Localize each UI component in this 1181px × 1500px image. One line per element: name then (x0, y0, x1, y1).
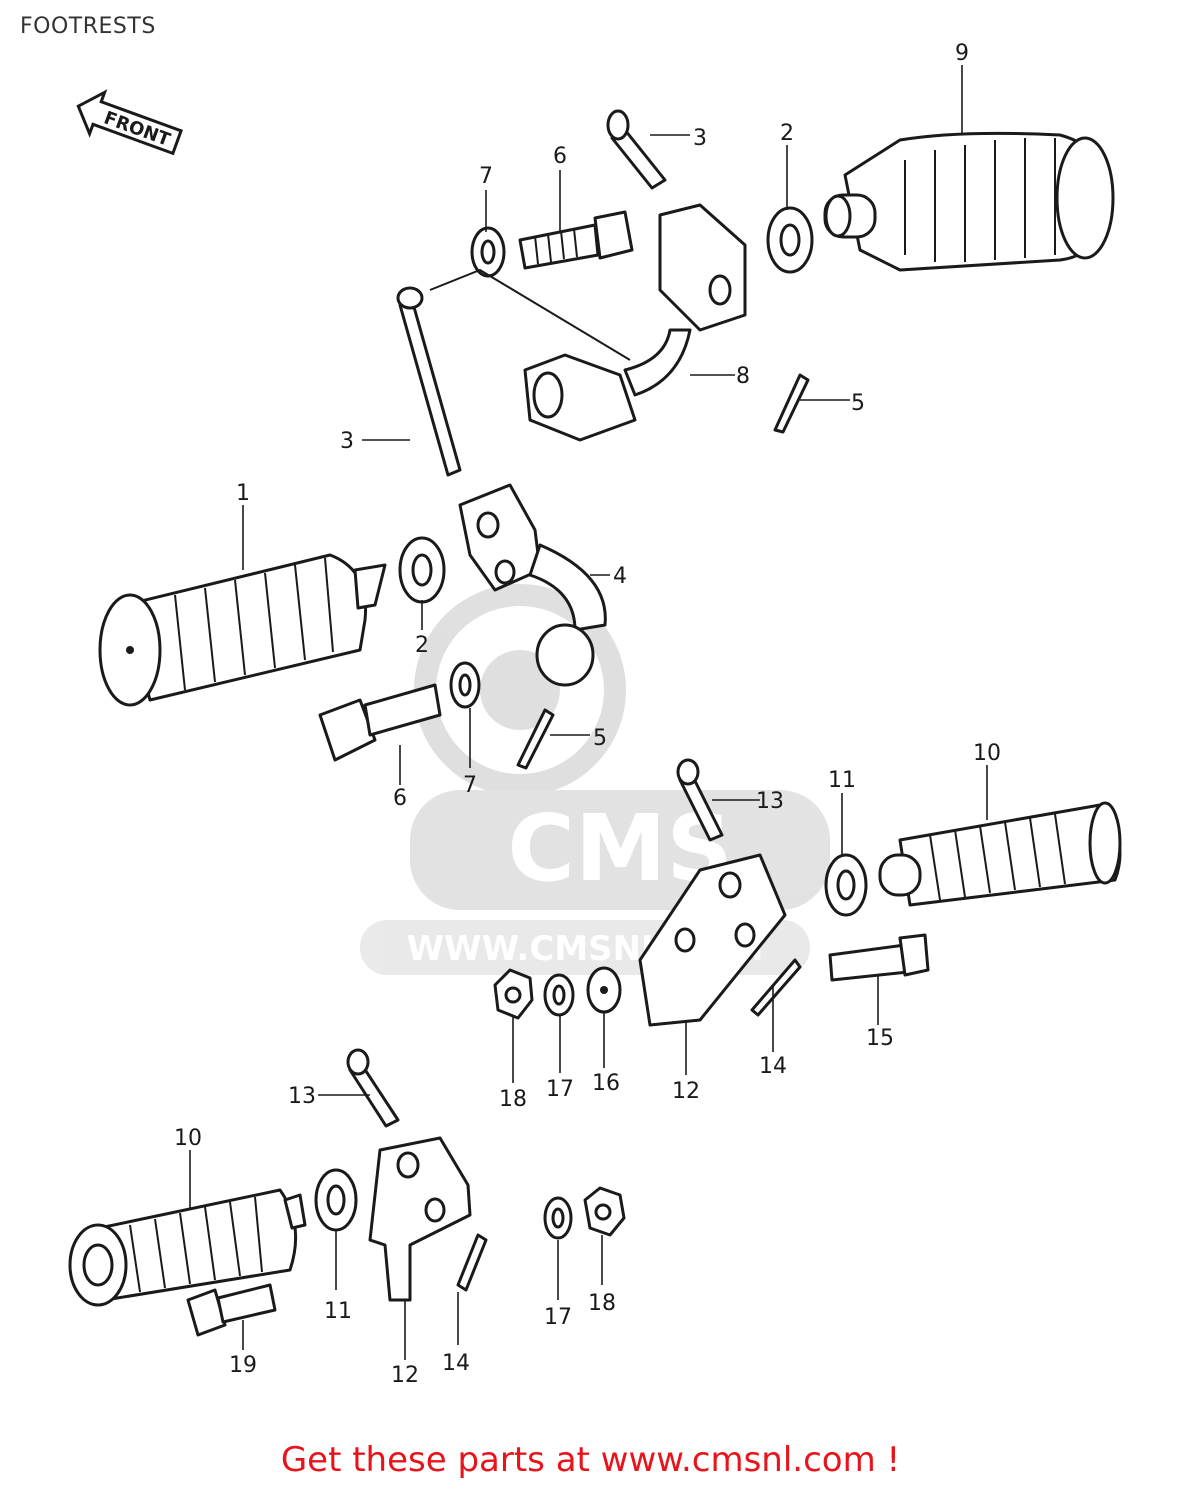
bracket-part-4 (458, 483, 607, 687)
bracket-part-8 (429, 203, 747, 442)
callout-14-left: 14 (442, 1351, 470, 1376)
callout-6-lower: 6 (393, 786, 407, 811)
callout-11-left: 11 (324, 1299, 352, 1324)
callout-18-right: 18 (499, 1087, 527, 1112)
callout-7-upper: 7 (479, 164, 493, 189)
callout-17-right: 17 (546, 1077, 574, 1102)
callout-11-right: 11 (828, 768, 856, 793)
callout-3-upper: 3 (693, 126, 707, 151)
footpeg-part-9 (823, 131, 1115, 272)
front-arrow-icon: FRONT (76, 89, 184, 156)
callout-7-lower: 7 (463, 773, 477, 798)
callout-9: 9 (955, 41, 969, 66)
bolt-part-6-lower (318, 683, 442, 762)
pin-part-3-lower (396, 286, 462, 477)
nut-part-18-right (493, 968, 534, 1020)
callout-8: 8 (736, 364, 750, 389)
callout-2-upper: 2 (780, 121, 794, 146)
footpeg-part-1 (98, 553, 387, 707)
bolt-part-6-upper (518, 210, 634, 270)
washer-part-11-right (824, 853, 868, 917)
nut-part-18-left (583, 1186, 626, 1237)
callout-16: 16 (592, 1071, 620, 1096)
callout-17-left: 17 (544, 1305, 572, 1330)
callout-2-lower: 2 (415, 633, 429, 658)
callout-12-left: 12 (391, 1363, 419, 1388)
callout-10-right: 10 (973, 741, 1001, 766)
pin-part-13-left (346, 1048, 400, 1128)
callout-13-right: 13 (756, 789, 784, 814)
footpeg-part-10-right (878, 801, 1122, 907)
callout-5-lower: 5 (593, 726, 607, 751)
leader-lines (189, 65, 988, 1360)
callout-10-left: 10 (174, 1126, 202, 1151)
pin-part-13-right (676, 758, 724, 842)
bolt-part-15 (828, 933, 930, 982)
cotter-pin-part-14-right (750, 958, 802, 1017)
callout-5-upper: 5 (851, 391, 865, 416)
footer-promo-link[interactable]: Get these parts at www.cmsnl.com ! (280, 1440, 901, 1480)
lock-washer-part-7-lower (449, 661, 481, 709)
callout-19: 19 (229, 1353, 257, 1378)
footpeg-part-10-left (68, 1188, 307, 1307)
washer-part-2-lower (398, 536, 446, 604)
cotter-pin-part-5-lower (516, 708, 555, 770)
callout-labels: 9 2 3 6 7 8 5 3 1 4 2 5 6 7 13 11 10 15 … (174, 41, 1001, 1388)
callout-13-left: 13 (288, 1084, 316, 1109)
callout-3-lower: 3 (340, 429, 354, 454)
bracket-part-12-right (638, 853, 787, 1027)
washer-part-16 (586, 966, 622, 1014)
cotter-pin-part-14-left (456, 1233, 488, 1292)
callout-6-upper: 6 (553, 144, 567, 169)
lock-washer-part-17-right (543, 973, 575, 1017)
bracket-part-12-left (368, 1136, 472, 1302)
callout-18-left: 18 (588, 1291, 616, 1316)
callout-14-right: 14 (759, 1054, 787, 1079)
callout-12-right: 12 (672, 1079, 700, 1104)
bolt-part-19 (186, 1283, 277, 1337)
washer-part-11-left (314, 1168, 358, 1232)
exploded-parts-diagram: CMS WWW.CMSNL.COM FRONT (68, 41, 1122, 1388)
cotter-pin-part-5-upper (773, 373, 810, 434)
washer-part-2-upper (766, 206, 814, 274)
callout-1: 1 (236, 481, 250, 506)
pin-part-3-upper (606, 109, 667, 190)
callout-4: 4 (613, 564, 627, 589)
lock-washer-part-7-upper (470, 226, 506, 278)
page-title: FOOTRESTS (20, 14, 156, 39)
lock-washer-part-17-left (543, 1196, 573, 1240)
callout-15: 15 (866, 1026, 894, 1051)
